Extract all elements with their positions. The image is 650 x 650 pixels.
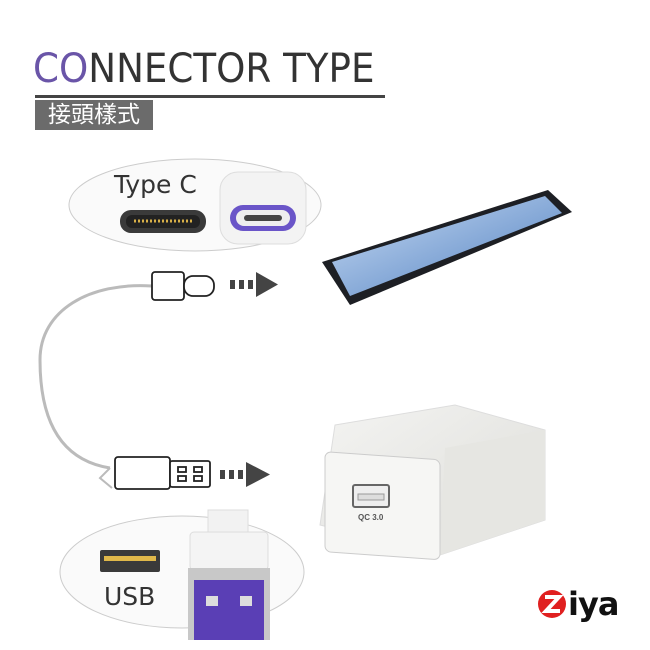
cable (38, 284, 153, 470)
smartphone (322, 190, 572, 305)
arrow-to-charger-icon (220, 462, 270, 487)
title-underline (35, 95, 385, 98)
type-c-plug-outline (151, 271, 215, 301)
title-rest: NNECTOR TYPE (88, 46, 375, 92)
charger-port-label: QC 3.0 (358, 513, 384, 522)
usb-plug-outline (114, 456, 211, 490)
type-c-label: Type C (114, 170, 197, 199)
type-c-plug-photo (219, 171, 307, 245)
title-accent: CO (33, 46, 89, 92)
ziya-logo (538, 590, 566, 618)
wall-charger (319, 404, 546, 560)
page-title: CONNECTOR TYPE (33, 46, 374, 92)
usb-label: USB (104, 582, 156, 611)
subtitle-badge: 接頭樣式 (35, 100, 153, 130)
logo-text: iya (568, 585, 619, 623)
usb-plug-photo (188, 509, 270, 640)
arrow-to-phone-icon (230, 272, 278, 297)
